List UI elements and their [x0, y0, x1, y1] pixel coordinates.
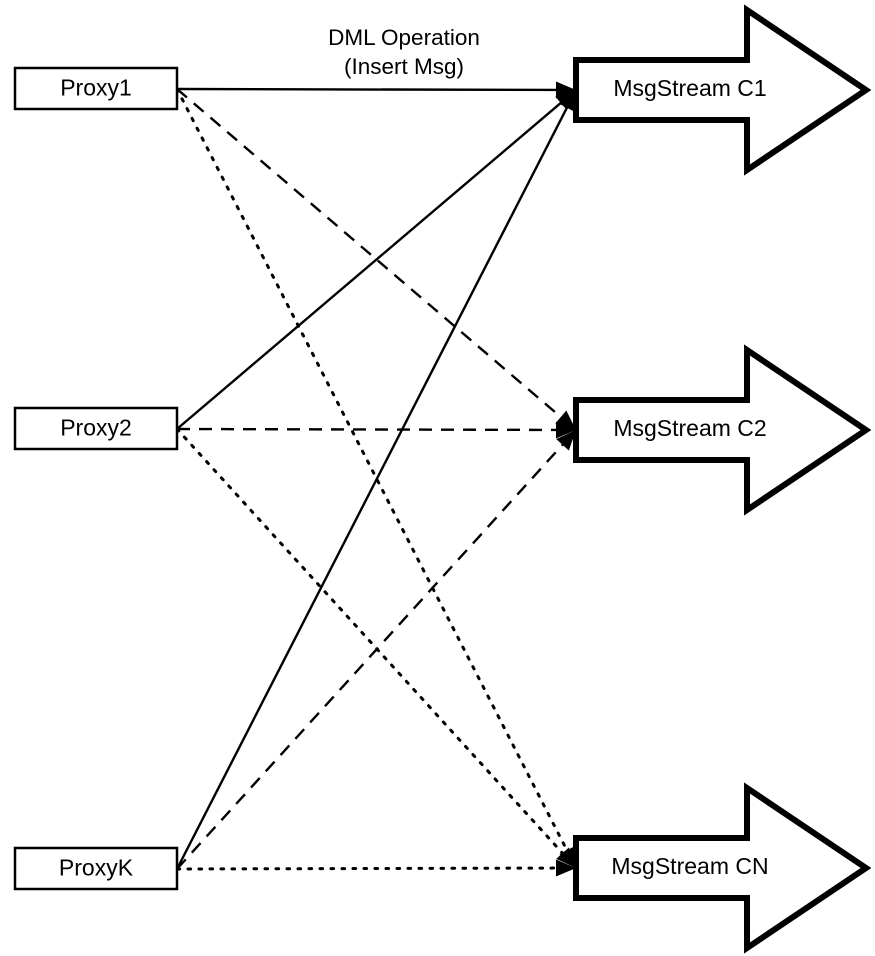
stream-msgstream-c1[interactable]: MsgStream C1 — [573, 4, 872, 176]
stream-label: MsgStream C1 — [613, 75, 766, 101]
arrowhead-proxy1-to-c1 — [555, 81, 576, 99]
proxy-node-proxy1[interactable]: Proxy1 — [13, 66, 179, 111]
proxy-box — [13, 406, 179, 451]
arrowhead-proxyk-to-c1 — [559, 90, 576, 112]
edge-proxy2-to-c1 — [176, 98, 567, 430]
annotation-dml-operation: DML Operation (Insert Msg) — [328, 25, 480, 79]
annotation-line-2: (Insert Msg) — [344, 54, 464, 79]
streams-layer: MsgStream C1 MsgStream C2 MsgStream CN — [573, 4, 872, 954]
edge-proxy1-to-cn — [175, 87, 572, 858]
stream-msgstream-c2[interactable]: MsgStream C2 — [573, 344, 872, 516]
edge-proxyk-to-c2 — [176, 439, 568, 870]
proxy-box — [13, 66, 179, 111]
annotation-line-1: DML Operation — [328, 25, 480, 50]
proxy-label: Proxy2 — [60, 415, 132, 441]
edge-proxyk-to-c1 — [175, 101, 571, 870]
stream-arrow-shape — [573, 4, 872, 176]
proxy-label: ProxyK — [59, 855, 134, 881]
stream-label: MsgStream C2 — [613, 415, 766, 441]
arrowhead-proxyk-to-c2 — [556, 430, 576, 451]
arrowhead-proxy2-to-c2 — [555, 421, 576, 439]
arrowhead-proxyk-to-cn — [555, 859, 576, 877]
proxy-node-proxyk[interactable]: ProxyK — [13, 846, 179, 891]
arrowheads-layer — [555, 81, 576, 877]
edge-proxy2-to-cn — [175, 427, 569, 860]
proxy-label: Proxy1 — [60, 75, 132, 101]
edge-proxy1-to-c1 — [176, 87, 563, 92]
edges-layer — [175, 87, 572, 871]
arrowhead-proxy1-to-c2 — [555, 410, 576, 430]
arrowhead-proxy2-to-cn — [556, 847, 576, 868]
stream-msgstream-cn[interactable]: MsgStream CN — [573, 782, 872, 954]
stream-label: MsgStream CN — [611, 853, 768, 879]
edge-proxy2-to-c2 — [176, 427, 563, 432]
edge-proxy1-to-c2 — [176, 88, 567, 422]
stream-arrow-shape — [573, 344, 872, 516]
stream-arrow-shape — [573, 782, 872, 954]
edge-proxyk-to-cn — [175, 866, 564, 871]
proxy-box — [13, 846, 179, 891]
proxy-node-proxy2[interactable]: Proxy2 — [13, 406, 179, 451]
annotations-layer: DML Operation (Insert Msg) — [328, 25, 480, 79]
